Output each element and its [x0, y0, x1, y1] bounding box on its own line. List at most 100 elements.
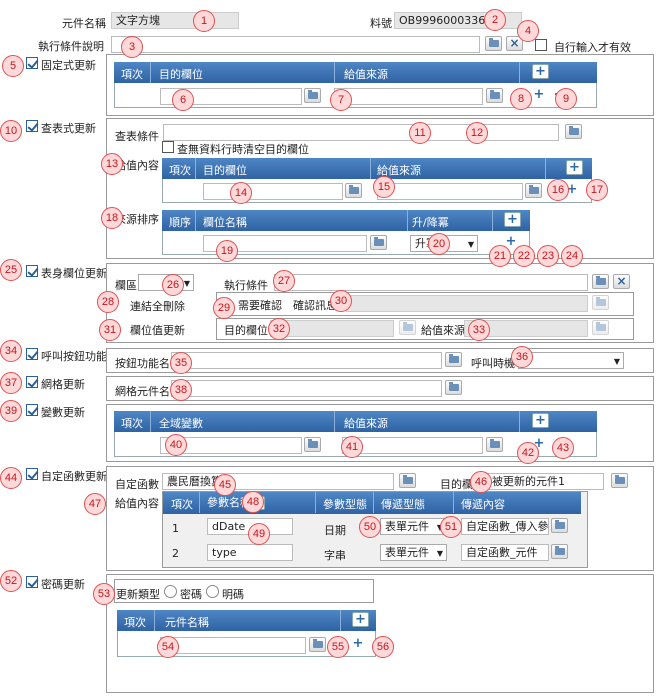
clear-target-checkbox[interactable] [162, 141, 174, 153]
sort-grid-header: 順序 欄位名稱 升/降冪 [162, 210, 530, 231]
region-label: 欄區 [115, 279, 137, 292]
callout-marker: 41 [341, 436, 363, 458]
exec-cond-desc-input[interactable] [111, 36, 480, 53]
insert-row-icon[interactable]: + [533, 436, 545, 451]
fixed-update-grid-header: 項次 目的欄位 給值來源 [114, 62, 597, 83]
exec-cond-input[interactable] [274, 274, 588, 291]
grid-element-input[interactable] [171, 380, 442, 397]
callout-marker: 15 [373, 176, 395, 198]
param-name-input[interactable]: type [207, 544, 293, 561]
col-index: 項次 [121, 68, 143, 81]
add-row-button[interactable]: + [504, 212, 521, 227]
folder-icon[interactable] [592, 295, 609, 310]
lookup-cond-input[interactable] [163, 124, 559, 141]
body-field-update-checkbox[interactable] [26, 265, 38, 277]
lookup-update-checkbox[interactable] [26, 120, 38, 132]
lookup-update-title: 查表式更新 [41, 122, 96, 135]
callout-marker: 28 [97, 291, 119, 313]
call-button-checkbox[interactable] [26, 348, 38, 360]
col-index: 項次 [124, 616, 146, 629]
col-source: 給值來源 [377, 164, 421, 177]
callout-marker: 48 [242, 491, 264, 513]
button-func-input[interactable] [171, 352, 442, 369]
param-type-value: 字串 [324, 549, 346, 562]
folder-icon[interactable] [399, 320, 416, 335]
folder-icon[interactable] [611, 473, 628, 488]
folder-icon[interactable] [370, 235, 387, 250]
source-input[interactable] [377, 183, 523, 200]
folder-icon[interactable] [551, 544, 568, 559]
clear-icon[interactable]: × [506, 36, 523, 51]
folder-icon[interactable] [485, 36, 502, 51]
callout-marker: 26 [162, 274, 184, 296]
add-row-button[interactable]: + [532, 413, 549, 428]
callout-marker: 16 [547, 179, 569, 201]
folder-icon[interactable] [525, 183, 542, 198]
callout-marker: 38 [170, 379, 192, 401]
source-input[interactable] [464, 320, 588, 337]
callout-marker: 9 [555, 88, 577, 110]
folder-icon[interactable] [309, 637, 326, 652]
source-input[interactable] [334, 88, 483, 105]
callout-marker: 40 [165, 434, 187, 456]
folder-icon[interactable] [551, 518, 568, 533]
insert-row-icon[interactable]: + [505, 234, 517, 249]
insert-row-icon[interactable]: + [533, 87, 545, 102]
col-param-name: 參數名稱 [207, 496, 251, 509]
plain-radio[interactable] [206, 585, 219, 598]
folder-icon[interactable] [345, 183, 362, 198]
folder-icon[interactable] [304, 88, 321, 103]
global-var-input[interactable] [160, 437, 302, 454]
col-asc-desc: 升/降冪 [412, 216, 449, 229]
exec-cond-label: 執行條件 [224, 279, 268, 292]
folder-icon[interactable] [565, 124, 582, 139]
folder-icon[interactable] [445, 380, 462, 395]
insert-row-icon[interactable]: + [566, 182, 578, 197]
body-field-update-title: 表身欄位更新 [41, 267, 107, 280]
self-input-checkbox[interactable] [535, 39, 547, 51]
callout-marker: 12 [466, 122, 488, 144]
add-row-button[interactable]: + [532, 64, 549, 79]
source-input[interactable] [342, 437, 483, 454]
col-order: 順序 [169, 216, 191, 229]
col-source: 給值來源 [344, 68, 388, 81]
folder-icon[interactable] [486, 437, 503, 452]
pass-content-input[interactable]: 自定函數_傳入參數 [461, 518, 549, 535]
confirm-msg-input[interactable] [346, 295, 588, 312]
folder-icon[interactable] [445, 352, 462, 367]
pass-type-select[interactable]: 表單元件 [380, 518, 447, 535]
custom-func-checkbox[interactable] [26, 468, 38, 480]
source-sort-label: 來源排序 [115, 213, 159, 226]
folder-icon[interactable] [592, 274, 609, 289]
secret-radio[interactable] [164, 585, 177, 598]
callout-marker: 18 [101, 207, 123, 229]
plain-label: 明碼 [222, 588, 244, 601]
field-value-update-box [216, 318, 634, 340]
add-row-button[interactable]: + [566, 160, 583, 175]
secret-label: 密碼 [180, 588, 202, 601]
folder-icon[interactable] [304, 437, 321, 452]
call-timing-select[interactable] [518, 352, 624, 369]
func-input[interactable]: 農民曆換算 [162, 473, 394, 490]
callout-marker: 54 [157, 636, 179, 658]
folder-icon[interactable] [592, 320, 609, 335]
add-row-button[interactable]: + [352, 612, 369, 627]
clear-icon[interactable]: × [613, 274, 630, 289]
insert-row-icon[interactable]: + [352, 636, 364, 651]
pass-content-input[interactable]: 自定函數_元件 [461, 544, 549, 561]
grid-update-checkbox[interactable] [26, 376, 38, 388]
callout-marker: 6 [172, 89, 194, 111]
password-update-checkbox[interactable] [26, 576, 38, 588]
folder-icon[interactable] [399, 473, 416, 488]
target-field-input[interactable] [203, 183, 343, 200]
sort-field-input[interactable] [203, 235, 367, 252]
variable-update-checkbox[interactable] [26, 404, 38, 416]
target-field-input[interactable] [160, 88, 302, 105]
col-global-var: 全域變數 [159, 417, 203, 430]
folder-icon[interactable] [486, 88, 503, 103]
fixed-update-checkbox[interactable] [26, 57, 38, 69]
pass-type-select[interactable]: 表單元件 [380, 544, 447, 561]
element-name-input[interactable] [160, 637, 306, 654]
target-field-input[interactable]: 被更新的元件1 [487, 473, 604, 490]
callout-marker: 8 [510, 88, 532, 110]
